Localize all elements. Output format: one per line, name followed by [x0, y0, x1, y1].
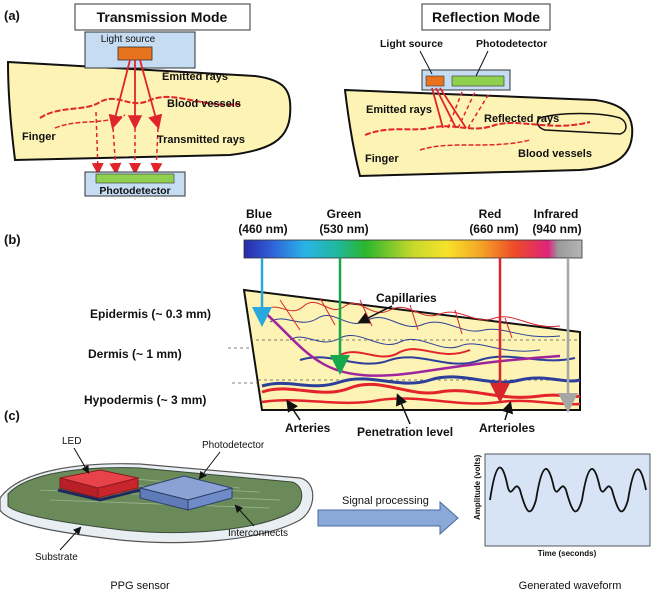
epidermis-label: Epidermis (~ 0.3 mm) — [90, 307, 211, 321]
transmitted-rays-label: Transmitted rays — [157, 134, 245, 146]
substrate-label: Substrate — [35, 552, 78, 563]
arteries-label: Arteries — [285, 421, 331, 435]
spectrum-bar — [243, 239, 583, 259]
reflection-blood-vessels-label: Blood vessels — [518, 148, 592, 160]
panel-a-label: (a) — [4, 8, 20, 23]
blue-label: Blue — [246, 207, 272, 221]
transmission-finger — [6, 60, 292, 162]
finger-label: Finger — [22, 131, 56, 143]
light-source-label: Light source — [101, 34, 156, 45]
transmission-title: Transmission Mode — [97, 9, 228, 25]
hypodermis-label: Hypodermis (~ 3 mm) — [84, 393, 206, 407]
reflection-blood-vessels — [364, 121, 591, 136]
arterioles-label: Arterioles — [479, 421, 535, 435]
dermis-label: Dermis (~ 1 mm) — [88, 347, 182, 361]
reflected-rays — [447, 91, 491, 129]
interconnects-label: Interconnects — [228, 528, 288, 539]
reflection-mode: Reflection Mode Light source Photodetect… — [343, 3, 634, 178]
led-label: LED — [62, 436, 81, 447]
panel-b: (b) Blue (460 nm) Green (530 nm) Red (66… — [4, 207, 583, 439]
photodetector-chip-label: Photodetector — [202, 440, 265, 451]
reflection-finger-label: Finger — [365, 153, 399, 165]
waveform-ylabel: Amplitude (volts) — [473, 454, 482, 520]
ppg-waveform — [489, 466, 647, 513]
waveform-plot: Amplitude (volts) Time (seconds) — [473, 453, 651, 558]
photodetector-label: Photodetector — [99, 185, 170, 197]
panel-c: (c) LED Photodetector Substrate Intercon… — [0, 408, 651, 592]
panel-a: (a) Transmission Mode Light source — [4, 3, 634, 197]
emitted-rays — [108, 59, 163, 130]
veins-blue — [261, 375, 581, 388]
reflection-light-source-label: Light source — [380, 38, 443, 50]
penetration-curve — [261, 309, 561, 377]
transmission-title-box — [74, 3, 251, 31]
reflected-rays-label: Reflected rays — [484, 113, 559, 125]
reflection-emitted-rays-label: Emitted rays — [366, 104, 432, 116]
ppg-sensor-caption: PPG sensor — [110, 580, 170, 592]
signal-processing-arrow — [317, 500, 459, 536]
capillaries-label: Capillaries — [376, 291, 437, 305]
reflection-finger — [343, 88, 634, 178]
reflection-title-box — [421, 3, 551, 31]
panel-b-label: (b) — [4, 232, 21, 247]
waveform-xlabel: Time (seconds) — [538, 549, 597, 558]
generated-waveform-caption: Generated waveform — [519, 580, 622, 592]
signal-processing-label: Signal processing — [342, 495, 429, 507]
green-label: Green — [327, 207, 362, 221]
infrared-label: Infrared — [534, 207, 579, 221]
reflection-title: Reflection Mode — [432, 9, 540, 25]
ppg-sensor-device — [0, 463, 314, 544]
transmission-blood-vessels — [39, 95, 241, 119]
reflection-photodetector-label: Photodetector — [476, 38, 547, 50]
blue-nm: (460 nm) — [238, 222, 287, 236]
green-nm: (530 nm) — [319, 222, 368, 236]
transmission-mode: Transmission Mode Light source — [6, 3, 292, 197]
light-source-emitter — [117, 46, 153, 61]
reflection-emitter — [425, 75, 445, 87]
blood-vessels-label: Blood vessels — [167, 98, 241, 110]
reflection-detector — [451, 75, 505, 87]
infrared-nm: (940 nm) — [532, 222, 581, 236]
arteries-red — [261, 382, 581, 399]
emitted-rays-label: Emitted rays — [162, 71, 228, 83]
red-label: Red — [479, 207, 502, 221]
penetration-level-label: Penetration level — [357, 425, 453, 439]
photodetector-sensor — [95, 173, 175, 184]
red-nm: (660 nm) — [469, 222, 518, 236]
panel-c-label: (c) — [4, 408, 20, 423]
